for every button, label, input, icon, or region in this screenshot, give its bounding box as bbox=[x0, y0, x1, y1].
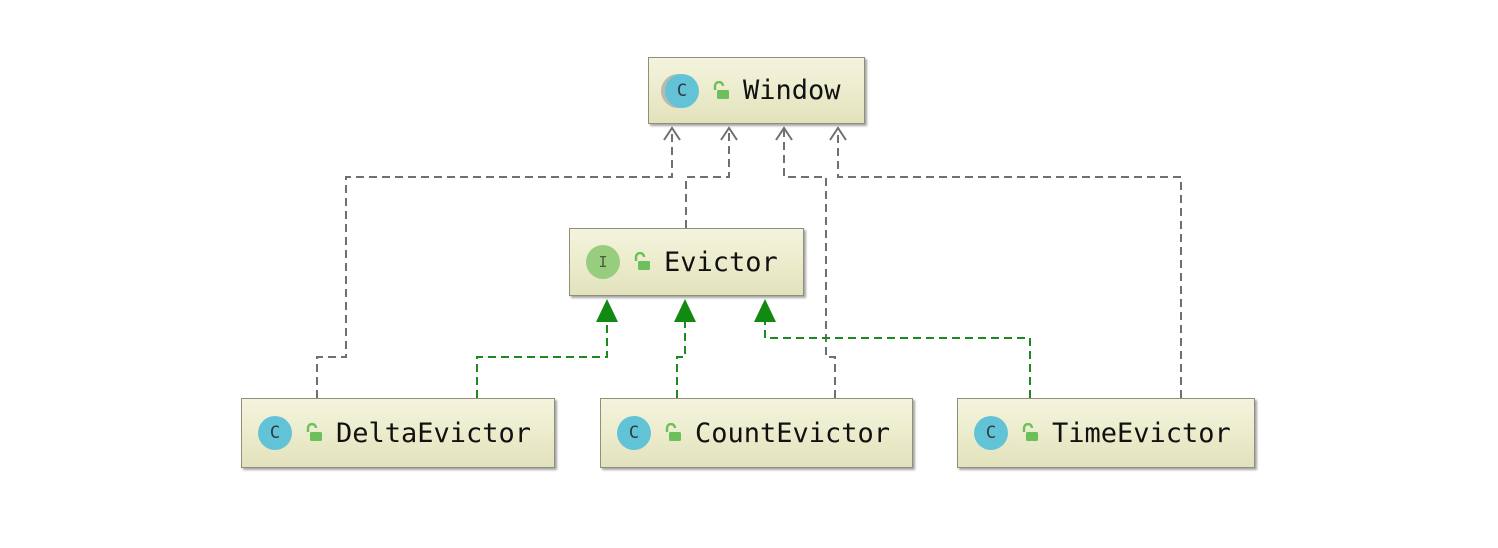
unlocked-padlock-icon bbox=[713, 80, 729, 99]
node-label: DeltaEvictor bbox=[336, 417, 532, 449]
edge-delta-to-window bbox=[316, 128, 673, 398]
node-label: Window bbox=[743, 75, 841, 106]
node-evictor[interactable]: I Evictor bbox=[569, 228, 804, 296]
abstract-class-icon: C bbox=[665, 73, 699, 108]
node-window[interactable]: C Window bbox=[648, 57, 865, 124]
unlocked-padlock-icon bbox=[1022, 423, 1038, 441]
class-icon: C bbox=[617, 416, 651, 450]
node-label: TimeEvictor bbox=[1052, 417, 1231, 449]
arrowhead-count-window bbox=[775, 126, 793, 141]
edge-count-to-evictor bbox=[676, 322, 686, 398]
node-count-evictor[interactable]: C CountEvictor bbox=[600, 398, 913, 468]
node-delta-evictor[interactable]: C DeltaEvictor bbox=[241, 398, 555, 468]
arrowhead-time-window bbox=[829, 126, 847, 141]
arrowhead-evictor-window bbox=[720, 126, 738, 141]
class-icon: C bbox=[258, 416, 292, 450]
arrowhead-time-evictor bbox=[754, 299, 776, 322]
edge-time-to-evictor bbox=[764, 322, 1031, 398]
unlocked-padlock-icon bbox=[306, 423, 322, 441]
arrowhead-count-evictor bbox=[674, 299, 696, 322]
arrowhead-delta-evictor bbox=[596, 299, 618, 322]
node-label: Evictor bbox=[664, 246, 778, 278]
class-icon: C bbox=[974, 416, 1008, 450]
interface-icon: I bbox=[586, 245, 620, 279]
node-label: CountEvictor bbox=[695, 417, 891, 449]
edge-delta-to-evictor bbox=[476, 322, 608, 398]
edge-evictor-to-window bbox=[685, 128, 730, 228]
arrowhead-delta-window bbox=[663, 126, 681, 141]
node-time-evictor[interactable]: C TimeEvictor bbox=[957, 398, 1255, 468]
edge-time-to-window bbox=[837, 128, 1182, 398]
unlocked-padlock-icon bbox=[634, 252, 650, 270]
edge-count-to-window bbox=[783, 128, 836, 398]
unlocked-padlock-icon bbox=[665, 423, 681, 441]
